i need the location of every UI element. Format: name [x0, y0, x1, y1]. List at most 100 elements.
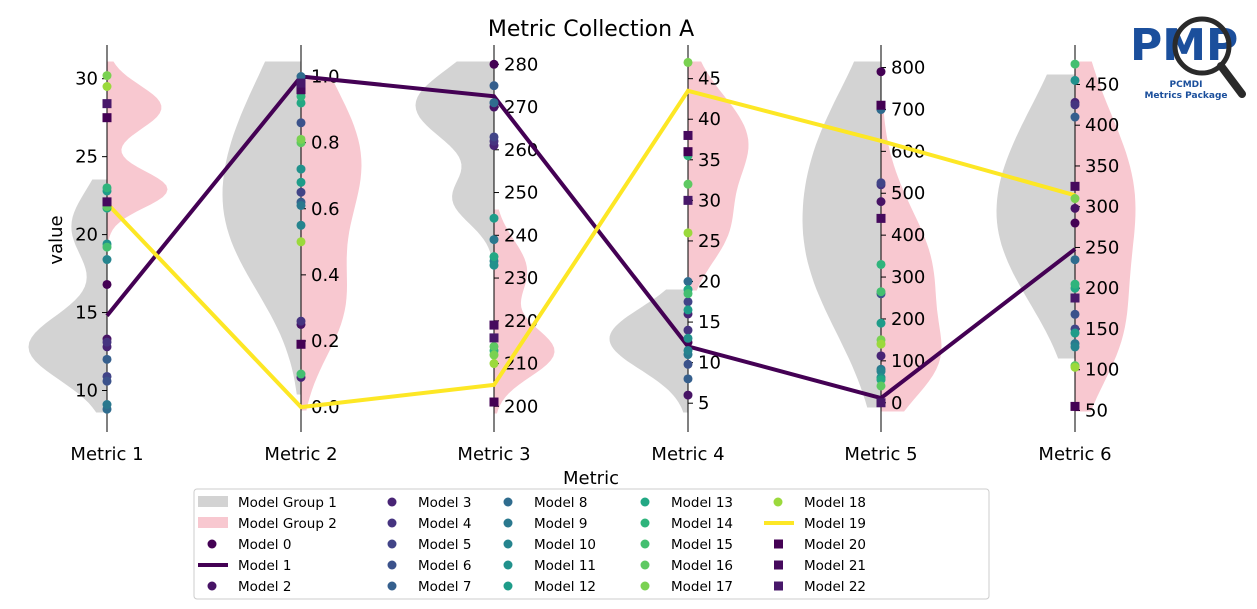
marker-model-15-metric-4	[683, 289, 693, 299]
legend-marker-model-21	[774, 560, 783, 570]
tick-label-metric-3: 200	[504, 396, 538, 417]
legend-marker-model-13	[640, 497, 650, 507]
marker-model-22-metric-3	[489, 333, 499, 343]
legend-patch-model-group-1	[198, 496, 228, 507]
legend-marker-model-10	[503, 539, 513, 549]
legend-patch-model-group-2	[198, 517, 228, 528]
legend-label-model-11: Model 11	[534, 558, 596, 574]
marker-model-14-metric-5	[876, 259, 886, 269]
marker-model-7-metric-4	[683, 374, 693, 384]
tick-label-metric-6: 50	[1085, 400, 1108, 421]
violin-model-group-1-metric-2	[222, 61, 302, 395]
marker-model-15-metric-5	[876, 287, 886, 297]
marker-model-12-metric-4	[683, 305, 693, 315]
marker-model-4-metric-1	[102, 337, 112, 347]
tick-label-metric-4: 10	[698, 353, 721, 374]
legend-label-model-0: Model 0	[238, 537, 291, 553]
marker-model-20-metric-2	[296, 339, 306, 349]
tick-label-metric-1: 10	[75, 380, 98, 401]
legend-marker-model-0	[207, 539, 217, 549]
tick-label-metric-6: 450	[1085, 74, 1119, 95]
marker-model-12-metric-2	[296, 177, 306, 187]
tick-label-metric-6: 250	[1085, 237, 1119, 258]
legend-label-model-6: Model 6	[418, 558, 471, 574]
legend-label-model-3: Model 3	[418, 495, 471, 511]
marker-model-8-metric-6	[1070, 255, 1080, 265]
marker-model-13-metric-2	[296, 98, 306, 108]
tick-label-metric-6: 200	[1085, 278, 1119, 299]
series-line-model-1	[105, 74, 1077, 401]
legend-label-model-9: Model 9	[534, 516, 587, 532]
legend-frame	[193, 488, 990, 600]
violin-model-group-1-metric-6	[996, 74, 1076, 359]
legend-marker-model-12	[503, 581, 513, 591]
marker-model-11-metric-3	[489, 260, 499, 270]
marker-model-11-metric-4	[683, 333, 693, 343]
legend-marker-model-18	[773, 497, 783, 507]
marker-model-9-metric-3	[489, 235, 499, 245]
violin-model-group-1-metric-3	[415, 61, 495, 260]
marker-model-12-metric-3	[489, 213, 499, 223]
tick-label-metric-3: 230	[504, 268, 538, 289]
logo-text-line1: PCMDI	[1170, 80, 1203, 90]
logo-text-line2: Metrics Package	[1144, 91, 1227, 101]
metric-label-1: Metric 1	[70, 444, 143, 465]
marker-model-13-metric-3	[489, 252, 499, 262]
marker-model-21-metric-4	[683, 130, 693, 140]
metric-label-4: Metric 4	[651, 444, 724, 465]
marker-model-17-metric-6	[1070, 194, 1080, 204]
marker-model-10-metric-5	[876, 366, 886, 376]
tick-label-metric-4: 40	[698, 109, 721, 130]
marker-model-8-metric-4	[683, 277, 693, 287]
legend-label-model-14: Model 14	[671, 516, 733, 532]
tick-label-metric-2: 0.2	[311, 331, 340, 352]
tick-label-metric-6: 350	[1085, 156, 1119, 177]
marker-model-8-metric-3	[489, 98, 499, 108]
legend-label-model-16: Model 16	[671, 558, 733, 574]
legend-label-model-2: Model 2	[238, 579, 291, 595]
marker-model-22-metric-5	[876, 398, 886, 408]
tick-label-metric-3: 270	[504, 97, 538, 118]
tick-label-metric-1: 25	[75, 147, 98, 168]
marker-model-9-metric-1	[102, 400, 112, 410]
marker-model-16-metric-5	[876, 381, 886, 391]
marker-model-21-metric-3	[489, 320, 499, 330]
marker-model-21-metric-5	[876, 213, 886, 223]
marker-model-0-metric-5	[876, 67, 886, 77]
marker-model-6-metric-4	[683, 359, 693, 369]
marker-model-5-metric-4	[683, 297, 693, 307]
legend-label-model-1: Model 1	[238, 558, 291, 574]
tick-label-metric-4: 25	[698, 231, 721, 252]
tick-label-metric-1: 30	[75, 69, 98, 90]
marker-model-17-metric-2	[296, 134, 306, 144]
legend-marker-model-4	[387, 518, 397, 528]
tick-label-metric-3: 240	[504, 225, 538, 246]
tick-label-metric-5: 400	[891, 225, 925, 246]
marker-model-9-metric-2	[296, 200, 306, 210]
metric-label-6: Metric 6	[1038, 444, 1111, 465]
marker-model-4-metric-2	[296, 316, 306, 326]
legend-label-model-19: Model 19	[804, 516, 866, 532]
marker-model-20-metric-4	[683, 147, 693, 157]
tick-label-metric-1: 15	[75, 303, 98, 324]
marker-model-5-metric-2	[296, 187, 306, 197]
marker-model-4-metric-4	[683, 325, 693, 335]
marker-model-18-metric-6	[1070, 362, 1080, 372]
pmp-logo: PMP PCMDI Metrics Package	[1128, 12, 1246, 104]
metric-label-5: Metric 5	[844, 444, 917, 465]
marker-model-12-metric-6	[1070, 328, 1080, 338]
marker-model-21-metric-1	[102, 197, 112, 207]
marker-model-6-metric-6	[1070, 309, 1080, 319]
marker-model-10-metric-6	[1070, 342, 1080, 352]
violin-model-group-1-metric-1	[28, 179, 108, 413]
legend-label-model-group-1: Model Group 1	[238, 495, 337, 511]
marker-model-5-metric-5	[876, 178, 886, 188]
violin-model-group-2-metric-4	[687, 61, 749, 291]
violin-model-group-2-metric-5	[880, 111, 942, 412]
legend-label-model-13: Model 13	[671, 495, 733, 511]
marker-model-17-metric-4	[683, 57, 693, 67]
tick-label-metric-3: 260	[504, 140, 538, 161]
tick-label-metric-5: 500	[891, 183, 925, 204]
